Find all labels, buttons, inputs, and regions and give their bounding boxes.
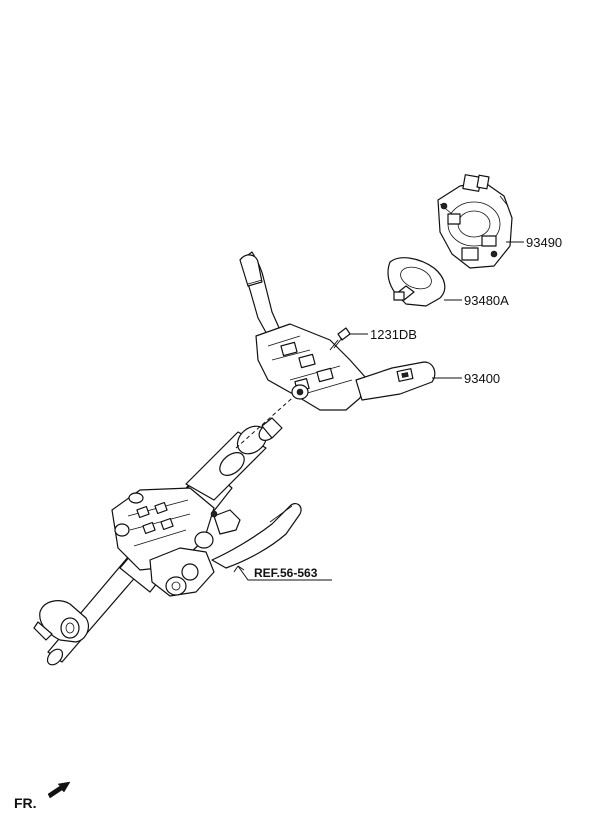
leader-ref-arrow [233, 565, 245, 573]
clock-spring [437, 174, 513, 269]
front-direction-indicator: FR. [14, 781, 71, 811]
label-93400: 93400 [464, 371, 500, 386]
label-93480A: 93480A [464, 293, 509, 308]
label-93490: 93490 [526, 235, 562, 250]
ref-label: REF.56-563 [254, 566, 318, 580]
leader-ref [237, 565, 332, 581]
label-1231DB: 1231DB [370, 327, 417, 342]
steering-column [33, 417, 302, 666]
front-arrow-icon [47, 781, 71, 799]
screw [329, 327, 351, 351]
steering-angle-sensor [387, 257, 446, 307]
fr-label: FR. [14, 795, 37, 811]
multifunction-switch [239, 251, 436, 411]
